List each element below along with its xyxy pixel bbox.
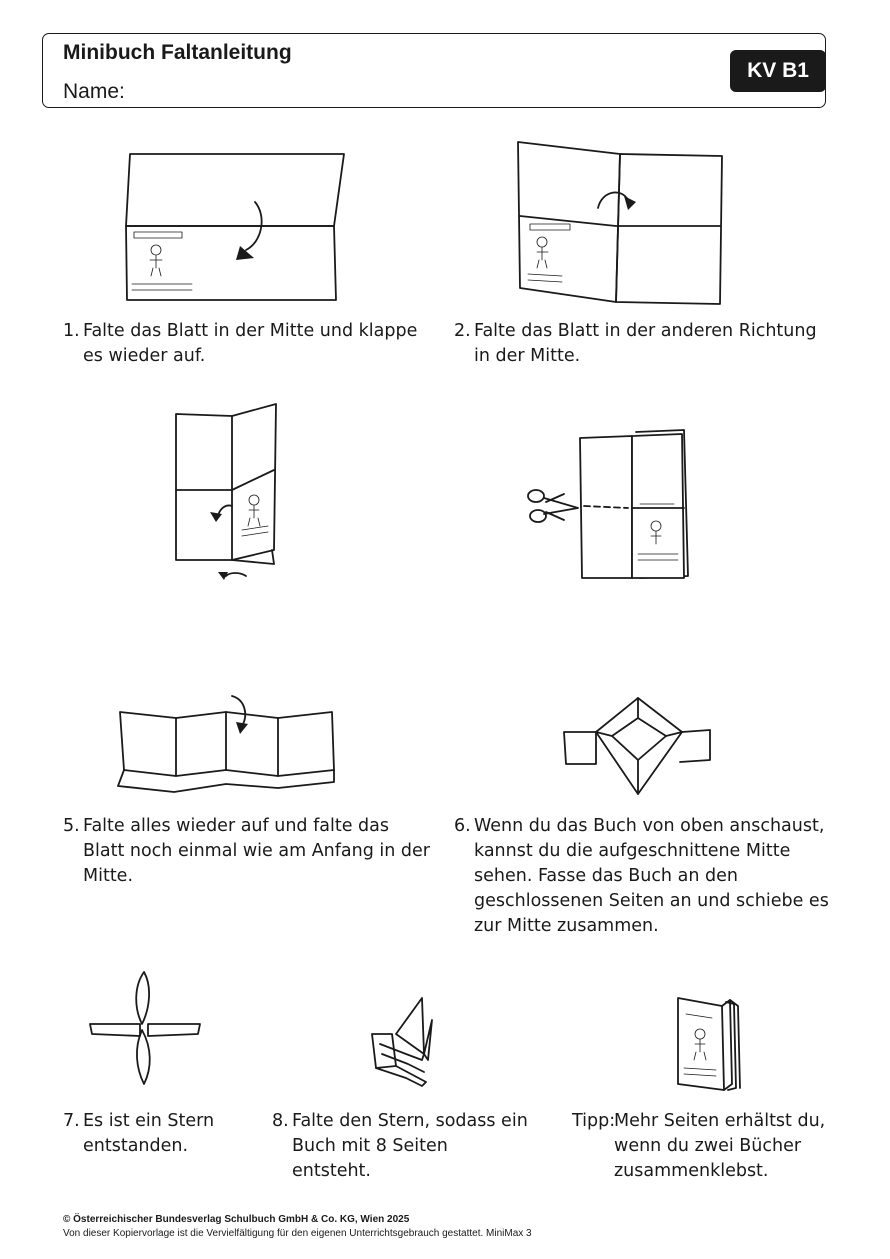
step-tip: Tipp: Mehr Seiten erhältst du, wenn du z… bbox=[572, 1109, 832, 1184]
step-2-number: 2. bbox=[454, 321, 471, 341]
step-5: 5. Falte alles wieder auf und falte das … bbox=[63, 814, 433, 889]
step-1: 1. Falte das Blatt in der Mitte und klap… bbox=[63, 319, 423, 369]
page-title: Minibuch Faltanleitung bbox=[63, 41, 292, 64]
zigzag-refold-illustration bbox=[117, 695, 335, 793]
step-2-text: Falte das Blatt in der anderen Richtung … bbox=[474, 321, 817, 366]
step-2: 2. Falte das Blatt in der anderen Richtu… bbox=[454, 319, 824, 369]
step-8: 8. Falte den Stern, sodass ein Buch mit … bbox=[272, 1109, 532, 1184]
finished-minibook-illustration bbox=[677, 997, 741, 1091]
sheet-fold-other-direction-illustration bbox=[517, 141, 723, 305]
header-box: Minibuch Faltanleitung Name: KV B1 bbox=[42, 33, 826, 108]
step-5-number: 5. bbox=[63, 816, 80, 836]
tip-label: Tipp: bbox=[572, 1111, 616, 1131]
step-7-text: Es ist ein Stern entstanden. bbox=[83, 1111, 215, 1156]
step-8-number: 8. bbox=[272, 1111, 289, 1131]
footer-copyright: © Österreichischer Bundesverlag Schulbuc… bbox=[63, 1214, 410, 1225]
fold-quarters-illustration bbox=[175, 403, 277, 580]
footer-notice: Von dieser Kopiervorlage ist die Verviel… bbox=[63, 1228, 532, 1239]
footer: © Österreichischer Bundesverlag Schulbuc… bbox=[63, 1213, 532, 1241]
step-7: 7. Es ist ein Stern entstanden. bbox=[63, 1109, 223, 1159]
folding-star-illustration bbox=[371, 997, 433, 1087]
tip-text: Mehr Seiten erhältst du, wenn du zwei Bü… bbox=[614, 1111, 826, 1181]
step-6-number: 6. bbox=[454, 816, 471, 836]
step-1-number: 1. bbox=[63, 321, 80, 341]
sheet-fold-half-illustration bbox=[125, 153, 345, 301]
step-7-number: 7. bbox=[63, 1111, 80, 1131]
step-8-text: Falte den Stern, sodass ein Buch mit 8 S… bbox=[292, 1111, 528, 1181]
step-6-text: Wenn du das Buch von oben anschaust, kan… bbox=[474, 816, 829, 936]
step-1-text: Falte das Blatt in der Mitte und klappe … bbox=[83, 321, 418, 366]
kv-badge: KV B1 bbox=[730, 50, 826, 92]
star-shape-illustration bbox=[89, 971, 201, 1085]
step-6: 6. Wenn du das Buch von oben anschaust, … bbox=[454, 814, 834, 939]
step-5-text: Falte alles wieder auf und falte das Bla… bbox=[83, 816, 431, 886]
name-label: Name: bbox=[63, 80, 125, 103]
scissors-cut-illustration bbox=[527, 429, 689, 579]
book-top-view-illustration bbox=[563, 697, 711, 795]
